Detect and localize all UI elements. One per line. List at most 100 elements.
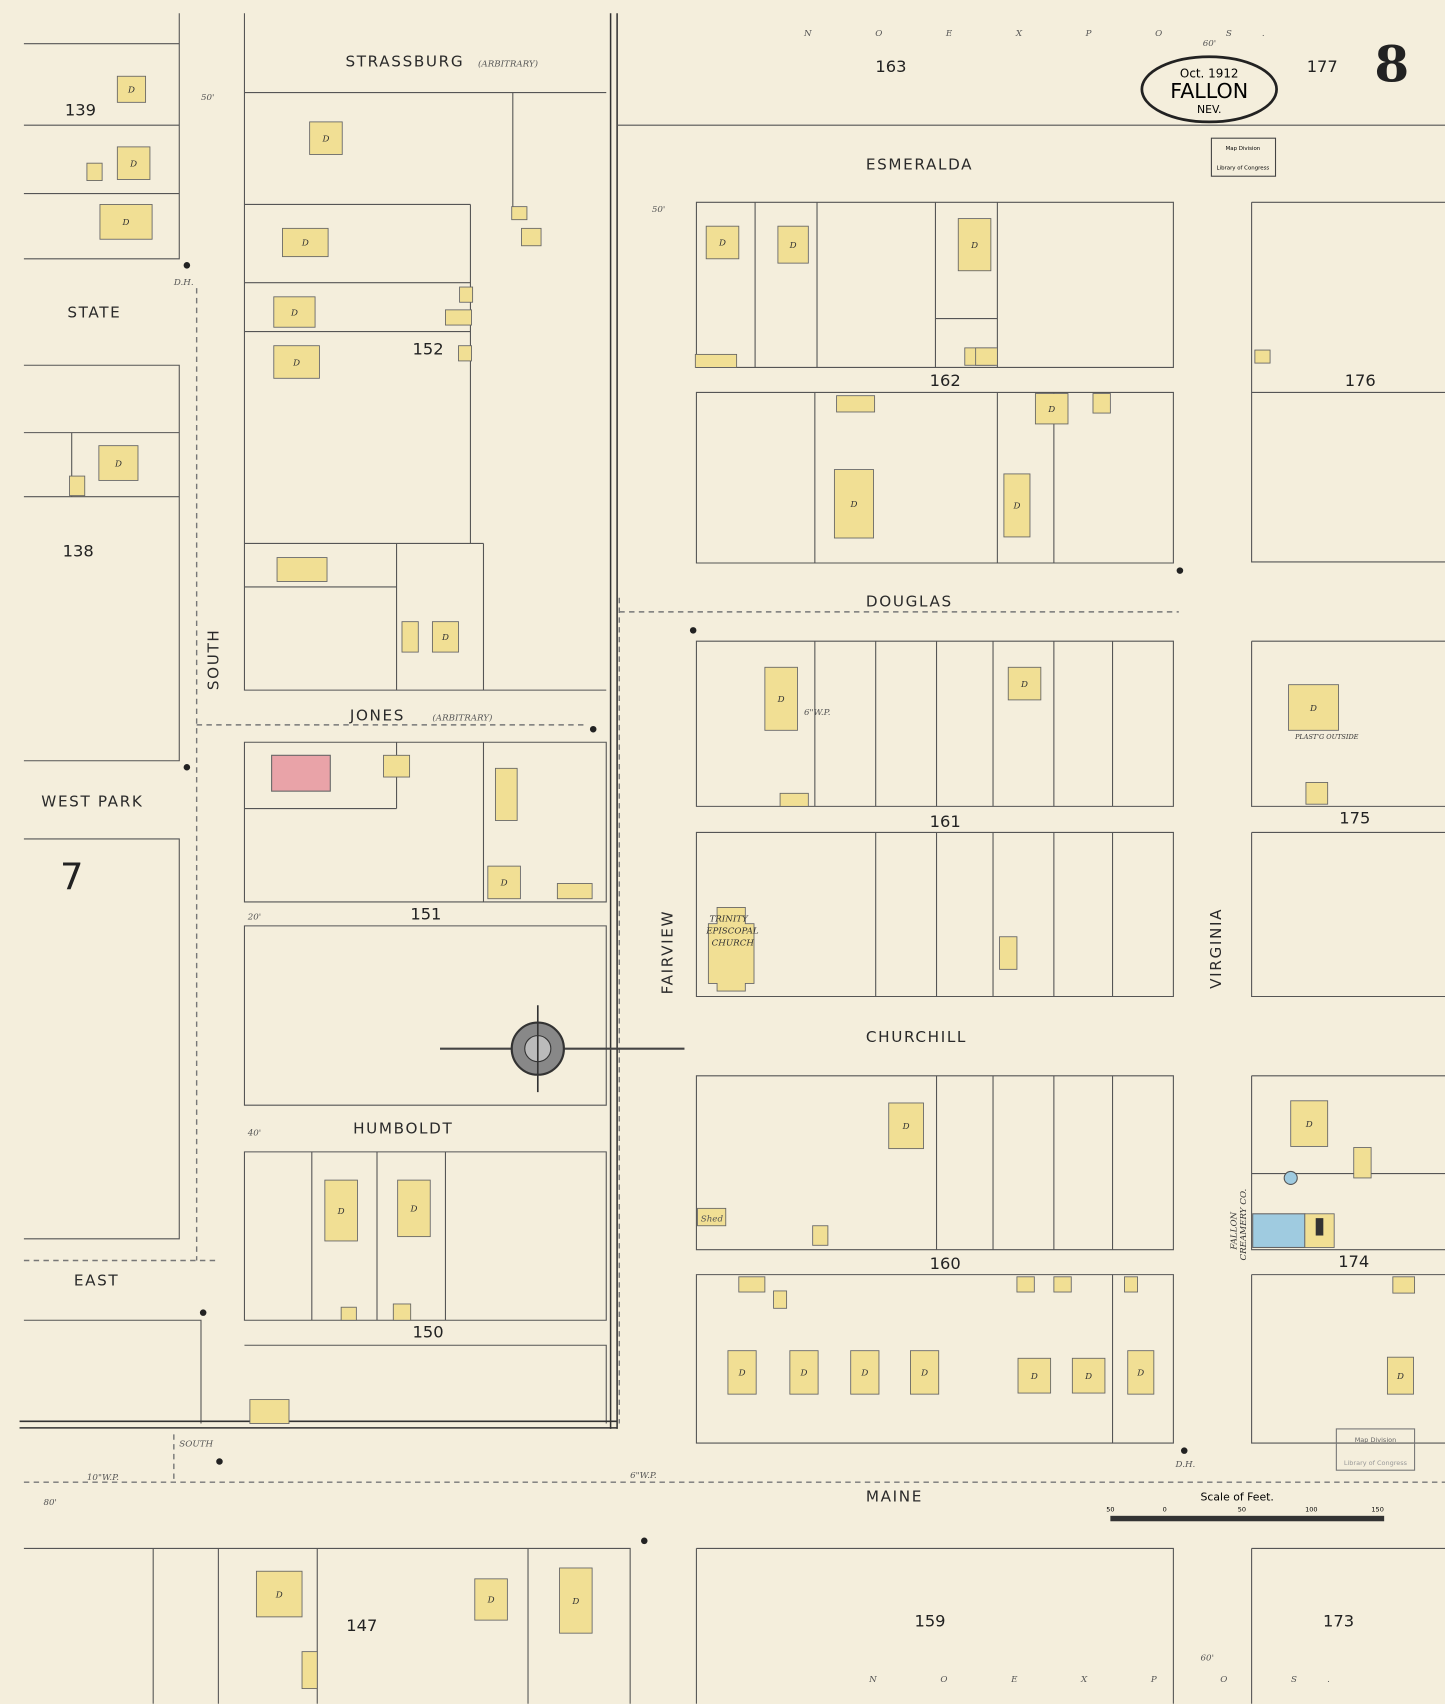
hydrant-marker [199,1309,207,1316]
street-humboldt: HUMBOLDT [353,1119,453,1137]
frame-building [273,296,316,328]
hydrant-marker [183,262,191,269]
dwelling-label: D [114,459,122,469]
dwelling-label: D [321,134,329,144]
water-pipe: 6"W.P. [804,708,831,718]
frame-building [705,225,740,260]
hydrant-marker [641,1537,648,1545]
block-number: 150 [413,1323,444,1342]
water-tank [1283,1170,1298,1186]
frame-building [282,227,329,258]
frame-building [511,206,528,221]
frame-building [494,767,518,821]
frame-building [397,1179,431,1238]
block-number: 173 [1323,1612,1354,1631]
dwelling-label: D [441,633,449,643]
frame-building [738,1276,766,1293]
dwelling-label: D [122,218,130,228]
dwelling-label: D [129,159,137,169]
frame-building [694,353,738,368]
block-number: 139 [65,100,96,119]
dwelling-label: D [849,500,857,510]
street-state: STATE [67,303,121,321]
street-strassburg: STRASSBURG [345,52,464,70]
block-number: 163 [875,57,906,76]
frame-building [383,754,411,778]
frame-building [833,469,874,539]
library-stamp-top: Map Division Library of Congress [1210,137,1277,177]
width-20: 20' [247,912,261,922]
frame-building [392,1303,412,1321]
frame-building [779,792,809,807]
street-west-park: WEST PARK [41,792,143,810]
frame-building [521,227,542,247]
street-fairview: FAIRVIEW [659,910,677,995]
frame-building [401,621,419,653]
frame-building [727,1350,757,1395]
street-douglas: DOUGLAS [866,592,953,610]
frame-building [1003,473,1031,538]
frame-building [1124,1276,1138,1293]
block-number: 138 [63,541,94,560]
frame-building [431,621,459,653]
street-south-small: SOUTH [179,1439,213,1449]
frame-building [116,75,147,103]
frame-building [69,475,86,497]
dwelling-label: D [337,1207,345,1217]
dwelling-label: D [500,879,508,889]
dwelling-label: D [409,1205,417,1215]
block-number: 162 [930,371,961,390]
dwelling-label: D [800,1369,808,1379]
dwelling-label: D [920,1369,928,1379]
frame-building [1016,1276,1035,1293]
water-pipe-maine: 6"W.P. [630,1471,657,1481]
brick-building [271,754,331,792]
hydrant-marker [1180,1447,1188,1454]
frame-building [789,1350,819,1395]
block-number: 151 [410,904,441,923]
dwelling-label: D [290,308,298,318]
dwelling-label: D [292,358,300,368]
block-number: 177 [1307,57,1338,76]
frame-building [445,309,472,326]
church-label-1: TRINITY [709,915,749,925]
frame-building [273,345,320,379]
scale-tick-label: 50 [1106,1505,1114,1513]
block-number: 147 [346,1616,377,1635]
block-number: 159 [914,1612,945,1631]
frame-building [1017,1357,1052,1394]
frame-building [812,1225,829,1246]
scale-tick-label: 150 [1371,1505,1383,1513]
width-50: 50' [201,93,214,103]
dh-label-b: D.H. [1175,1460,1196,1470]
dwelling-label: D [127,86,135,96]
street-virginia: VIRGINIA [1207,908,1225,989]
sheet-date: Oct. 1912 [1180,66,1239,80]
frame-building [99,204,153,240]
width-60-b: 60' [1201,1653,1214,1663]
church-label-3: CHURCH [712,938,755,948]
frame-building [86,162,103,181]
scale-tick-label: 100 [1305,1505,1317,1513]
library-stamp-bottom: Map Division Library of Congress [1335,1428,1416,1471]
no-expos-top: N O E X P O S. [803,29,1295,39]
dwelling-label: D [1030,1372,1038,1382]
dwelling-label: D [1084,1372,1092,1382]
frame-building [459,286,474,303]
dwelling-label: D [1136,1369,1144,1379]
frame-building [957,218,992,272]
block-number: 7 [60,855,84,898]
frame-building [1290,1100,1329,1147]
frame-building [276,557,328,582]
frame-building [1392,1276,1416,1294]
frame-building [850,1350,880,1395]
dwelling-label: D [1012,502,1020,512]
frame-building [1254,349,1271,364]
frame-building [1092,393,1111,414]
stamp-top-line1: Map Division [1226,146,1261,152]
frame-building [556,883,593,900]
